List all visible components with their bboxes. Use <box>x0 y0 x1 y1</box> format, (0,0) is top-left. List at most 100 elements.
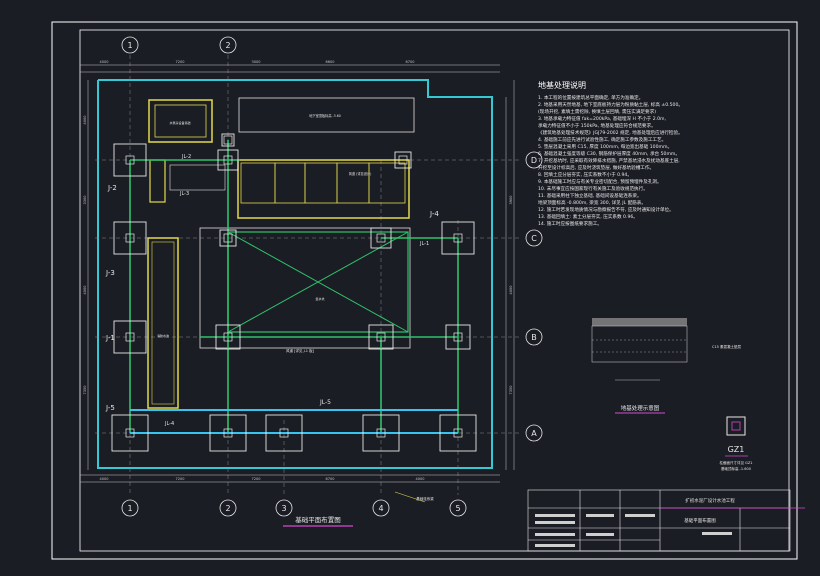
column-core <box>125 332 135 342</box>
axis-bottom-1-circle <box>121 499 139 517</box>
tank-label: 风道 (详见设计) <box>349 171 372 176</box>
column-pad <box>221 133 235 147</box>
dimension-left: 4000 <box>83 286 87 295</box>
pool-label: 集水坑 <box>315 296 324 301</box>
column-pad <box>439 414 477 452</box>
dimension-top: 4000 <box>100 60 109 64</box>
column-pad <box>394 151 412 169</box>
pile-label-j4: J-4 <box>429 210 439 218</box>
column-core <box>223 155 233 165</box>
design-note-line: 9. 本基础施工时应与有关专业密切配合, 预留预埋件及孔洞。 <box>538 180 662 185</box>
column-pad <box>265 414 303 452</box>
beam-label-jl5: JL-5 <box>319 399 331 406</box>
axis-bottom-1: 1 <box>127 504 132 513</box>
dimension-texts: 4000 7200 3000 6600 6700 4000 7200 7200 6700 4000… <box>83 60 513 481</box>
axis-row-D-circle <box>525 151 543 169</box>
column-pad <box>215 324 241 350</box>
dimension-top: 6700 <box>406 60 415 64</box>
gz1-column <box>726 416 746 436</box>
column-core <box>398 155 408 165</box>
column-core <box>376 428 386 438</box>
column-core <box>376 233 386 243</box>
column-pads <box>111 133 477 452</box>
design-note-line: 地梁顶面标高 -0.800m, 梁宽 300, 详见 JL 配筋表。 <box>538 201 646 206</box>
dimension-left: 7350 <box>83 386 87 395</box>
column-pad <box>441 221 475 255</box>
column-core <box>376 332 386 342</box>
dimension-left: 4000 <box>83 116 87 125</box>
column-pad <box>362 414 400 452</box>
dimension-bottom: 4000 <box>416 477 425 481</box>
small-pit <box>149 159 166 203</box>
column-core <box>223 135 233 145</box>
axis-top-2: 2 <box>225 41 230 50</box>
axis-row-B-circle <box>525 328 543 346</box>
dimension-bottom: 4000 <box>100 477 109 481</box>
design-note-line: 7. 开挖基坑时, 应采取有效降排水措施, 严禁基坑浸水及扰动基底土层, <box>538 159 680 164</box>
layer-note: C15 素混凝土垫层 <box>712 344 742 349</box>
building-outline <box>97 79 493 469</box>
axis-bottom-4-circle <box>372 499 390 517</box>
fire-pool <box>147 237 179 409</box>
design-note-line: 2. 地基采用天然地基, 地下室底板持力层为粉质黏土层, 标高 ±0.500。 <box>538 103 683 108</box>
axis-row-A: A <box>531 429 537 438</box>
column-pad <box>111 414 149 452</box>
green-beams <box>129 140 459 433</box>
center-room <box>199 227 411 349</box>
dimension-top: 6600 <box>326 60 335 64</box>
column-core <box>453 428 463 438</box>
design-notes-title: 地基处理说明 <box>538 81 586 90</box>
axis-top-2-circle <box>219 36 237 54</box>
beam-label-jl4: JL-4 <box>164 421 174 427</box>
axis-bottom-2-circle <box>219 499 237 517</box>
equipment-pad <box>148 99 213 143</box>
pile-label-j2: J-2 <box>107 184 117 192</box>
axis-bottom-2: 2 <box>225 504 230 513</box>
design-note-line: 《建筑地基处理技术规范》JGJ79-2002 规定, 地基处理后应进行检验。 <box>538 131 683 136</box>
dimension-bottom: 7200 <box>252 477 261 481</box>
design-note-line: 12. 施工时若发现地质情况与勘察报告不符, 应及时通知设计单位。 <box>538 208 674 213</box>
section-label: 地基处理示意图 <box>621 404 660 412</box>
dimension-bottom: 6700 <box>326 477 335 481</box>
axis-bottom-3: 3 <box>281 504 286 513</box>
dimension-lines <box>80 64 515 483</box>
column-pad <box>445 324 471 350</box>
axis-row-C-circle <box>525 229 543 247</box>
left-room <box>169 164 226 191</box>
dimension-top: 3000 <box>252 60 261 64</box>
pile-label-j3: J-3 <box>105 269 115 277</box>
axis-bottom-3-circle <box>275 499 293 517</box>
column-pad <box>370 227 392 249</box>
dimension-bottom: 7200 <box>176 477 185 481</box>
dimension-right: 4000 <box>509 286 513 295</box>
dimension-right: 7350 <box>509 386 513 395</box>
tie-beams <box>130 409 458 434</box>
title-block <box>527 489 791 552</box>
tank-block <box>237 159 410 219</box>
column-pad <box>113 143 147 177</box>
column-core <box>279 428 289 438</box>
design-note-line: 5. 垫层混凝土采用 C15, 厚度 100mm, 每边宽出基础 100mm。 <box>538 145 673 150</box>
duct-diagonal-2 <box>227 231 409 333</box>
duct-label: 风道 [详见 J-1 板] <box>286 348 315 353</box>
design-note-line: 11. 基础采用柱下独立基础, 基础间设基础连系梁。 <box>538 194 642 199</box>
column-core <box>453 233 463 243</box>
design-notes: 地基处理说明 1. 本工程的位置按建筑总平面确定, 单方为准确定。2. 地基采用… <box>538 80 793 228</box>
dimension-right: 3900 <box>509 196 513 205</box>
axis-top-1: 1 <box>127 41 132 50</box>
axis-bottom-5-circle <box>449 499 467 517</box>
title-block-fills <box>535 514 732 547</box>
dimension-top: 7200 <box>176 60 185 64</box>
column-core <box>223 332 233 342</box>
tank-cells <box>240 162 406 204</box>
axis-bottom-4: 4 <box>378 504 383 513</box>
title-block-project: 扩初水泥厂设计水池工程 <box>685 497 735 504</box>
design-note-line: 14. 施工时应按图纸要求施工。 <box>538 222 602 227</box>
column-core <box>453 332 463 342</box>
fire-pool-label: 消防水池 <box>157 333 169 338</box>
drawing-title: 基础平面布置图 <box>295 515 341 524</box>
dimension-left: 3300 <box>83 196 87 205</box>
column-core <box>125 155 135 165</box>
